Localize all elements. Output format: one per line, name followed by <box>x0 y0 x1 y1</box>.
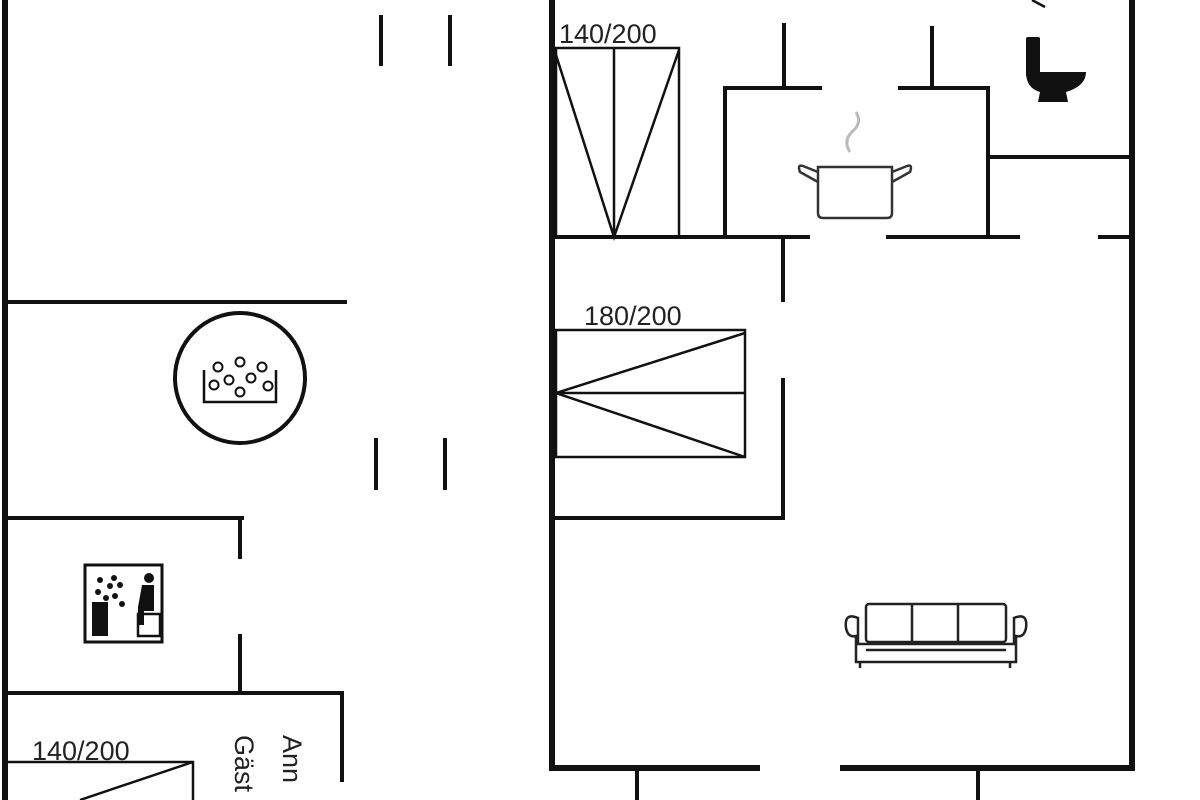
main-building-walls <box>549 0 1135 800</box>
bed-size-label-bottom-left: 140/200 <box>32 736 130 766</box>
sauna-icon <box>83 563 164 644</box>
bed-size-label-top-right: 140/200 <box>559 19 657 49</box>
bed-top-right <box>554 46 681 241</box>
toilet-icon <box>1026 37 1086 102</box>
jacuzzi-icon <box>173 311 307 445</box>
annex-label-line2: Gäst <box>229 735 259 793</box>
sofa-icon <box>844 602 1028 668</box>
left-building-walls <box>2 0 452 800</box>
bed-middle-right <box>551 328 747 459</box>
annex-label-line1: Ann <box>277 735 307 783</box>
bed-bottom-left <box>5 760 195 800</box>
bed-size-label-middle-right: 180/200 <box>584 301 682 331</box>
cooking-pot-icon <box>797 111 913 220</box>
